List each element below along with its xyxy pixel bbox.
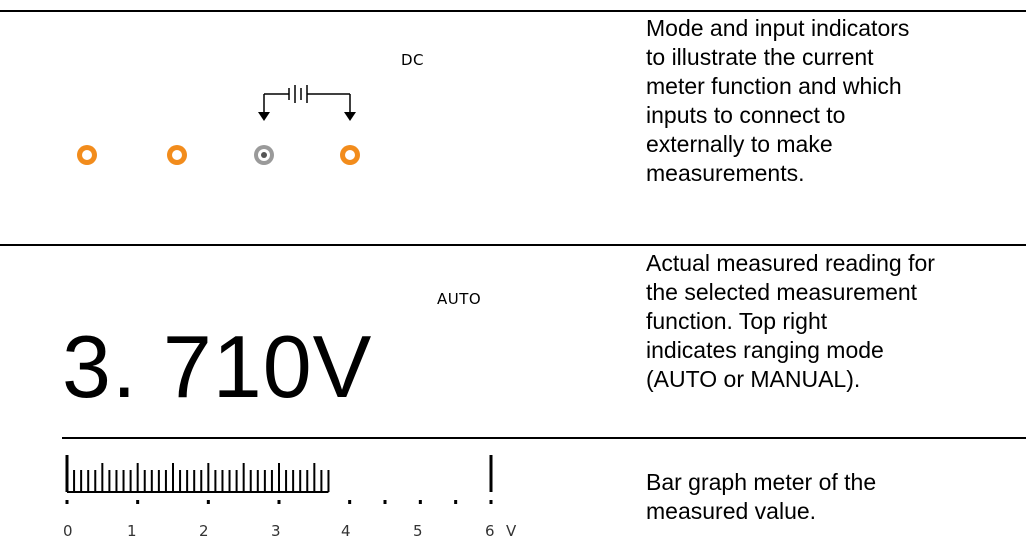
scale-label-5: 5 bbox=[413, 522, 423, 540]
description-line: to illustrate the current bbox=[646, 44, 874, 70]
description-line: inputs to connect to bbox=[646, 102, 846, 128]
scale-label-1: 1 bbox=[127, 522, 137, 540]
description-line: Mode and input indicators bbox=[646, 15, 910, 41]
description-line: measured value. bbox=[646, 498, 817, 524]
range-mode-indicator: AUTO bbox=[437, 290, 482, 308]
scale-label-4: 4 bbox=[341, 522, 351, 540]
description-line: indicates ranging mode bbox=[646, 337, 884, 363]
arrow-down-icon bbox=[258, 112, 270, 121]
input-jack-1 bbox=[77, 145, 97, 165]
description-line: meter function and which bbox=[646, 73, 902, 99]
description-line: function. Top right bbox=[646, 308, 828, 334]
scale-label-0: 0 bbox=[63, 522, 73, 540]
row-2-description: Actual measured reading for the selected… bbox=[646, 249, 1018, 394]
mode-indicator: DC bbox=[401, 51, 425, 69]
input-jack-4 bbox=[340, 145, 360, 165]
description-line: Actual measured reading for bbox=[646, 250, 935, 276]
bar-graph-meter bbox=[65, 455, 493, 504]
measured-reading: 3. 710V bbox=[62, 317, 373, 416]
scale-label-3: 3 bbox=[271, 522, 281, 540]
scale-label-6: 6 bbox=[485, 522, 495, 540]
row-3-description: Bar graph meter of the measured value. bbox=[646, 468, 1018, 526]
scale-unit: V bbox=[506, 522, 517, 540]
row-divider-1 bbox=[0, 244, 1026, 246]
description-line: measurements. bbox=[646, 160, 805, 186]
row-1-description: Mode and input indicators to illustrate … bbox=[646, 14, 1018, 188]
arrow-down-icon bbox=[344, 112, 356, 121]
description-line: (AUTO or MANUAL). bbox=[646, 366, 861, 392]
description-line: externally to make bbox=[646, 131, 833, 157]
top-rule bbox=[0, 10, 1026, 12]
scale-label-2: 2 bbox=[199, 522, 209, 540]
input-jack-2 bbox=[167, 145, 187, 165]
row-divider-2 bbox=[62, 437, 1026, 439]
description-line: the selected measurement bbox=[646, 279, 918, 305]
input-jack-common bbox=[254, 145, 274, 165]
dc-source-connector-icon bbox=[263, 85, 351, 112]
description-line: Bar graph meter of the bbox=[646, 469, 877, 495]
input-jacks-diagram bbox=[77, 85, 360, 165]
